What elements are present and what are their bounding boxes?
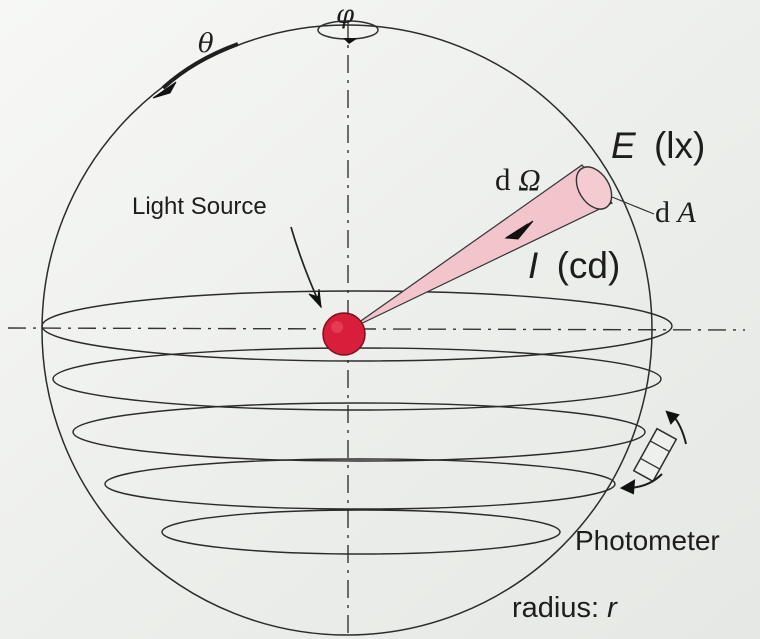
light-source-highlight [331, 321, 343, 333]
photometer-body [632, 427, 678, 483]
intensity-unit: (cd) [557, 245, 621, 286]
photometer-lower-arrowhead [619, 479, 636, 495]
radius-label: radius: r [512, 592, 618, 624]
radius-symbol: r [607, 592, 618, 624]
intensity-direction-arrow-stem [505, 223, 529, 239]
photometer-sensor-back [649, 440, 670, 453]
photometer-motion-arrows [619, 410, 687, 495]
radius-prefix: radius: [512, 592, 607, 624]
phi-rotation-arrowhead [343, 38, 358, 44]
intensity-symbol: I [528, 245, 538, 286]
illuminance-unit: (lx) [654, 125, 705, 166]
solid-angle-prefix: d [495, 162, 511, 197]
theta-arrow [152, 42, 239, 99]
phi-rotation-mark [317, 20, 379, 44]
intensity-cone [347, 164, 655, 331]
theta-arc [161, 42, 239, 90]
light-source-label: Light Source [132, 193, 267, 220]
theta-arrowhead [152, 81, 177, 99]
area-element-leader-line [611, 196, 655, 215]
area-symbol: A [676, 196, 697, 229]
photometer-upper-arrowhead [665, 410, 680, 425]
light-source [322, 312, 366, 356]
latitude-rings [41, 290, 673, 555]
solid-angle-label: d Ω [495, 162, 541, 197]
horizontal-axis [7, 327, 746, 331]
latitude-ring-1 [41, 290, 673, 362]
diagram-labels: φ θ E (lx) d Ω Light Source d A I (cd) P… [132, 0, 720, 624]
area-element-end-cap [575, 166, 613, 210]
light-source-pointer-head [308, 288, 322, 309]
light-source-group [290, 226, 366, 356]
photometer-sensor-face [640, 457, 661, 470]
illuminance-symbol: E [611, 125, 637, 166]
axis-lines [7, 20, 746, 639]
latitude-ring-3 [72, 402, 646, 462]
sphere-outline [41, 24, 653, 636]
theta-label: θ [198, 29, 214, 59]
sphere-outline-group [41, 24, 653, 636]
phi-label: φ [336, 0, 355, 30]
area-element-label: d A [655, 196, 697, 229]
photometer-label: Photometer [575, 525, 720, 556]
photometer-device [632, 427, 678, 483]
area-prefix: d [655, 196, 670, 229]
solid-angle-symbol: Ω [518, 162, 540, 197]
latitude-ring-5 [161, 509, 561, 555]
intensity-label: I (cd) [528, 245, 620, 286]
illuminance-label: E (lx) [611, 125, 705, 166]
latitude-ring-4 [104, 458, 616, 510]
